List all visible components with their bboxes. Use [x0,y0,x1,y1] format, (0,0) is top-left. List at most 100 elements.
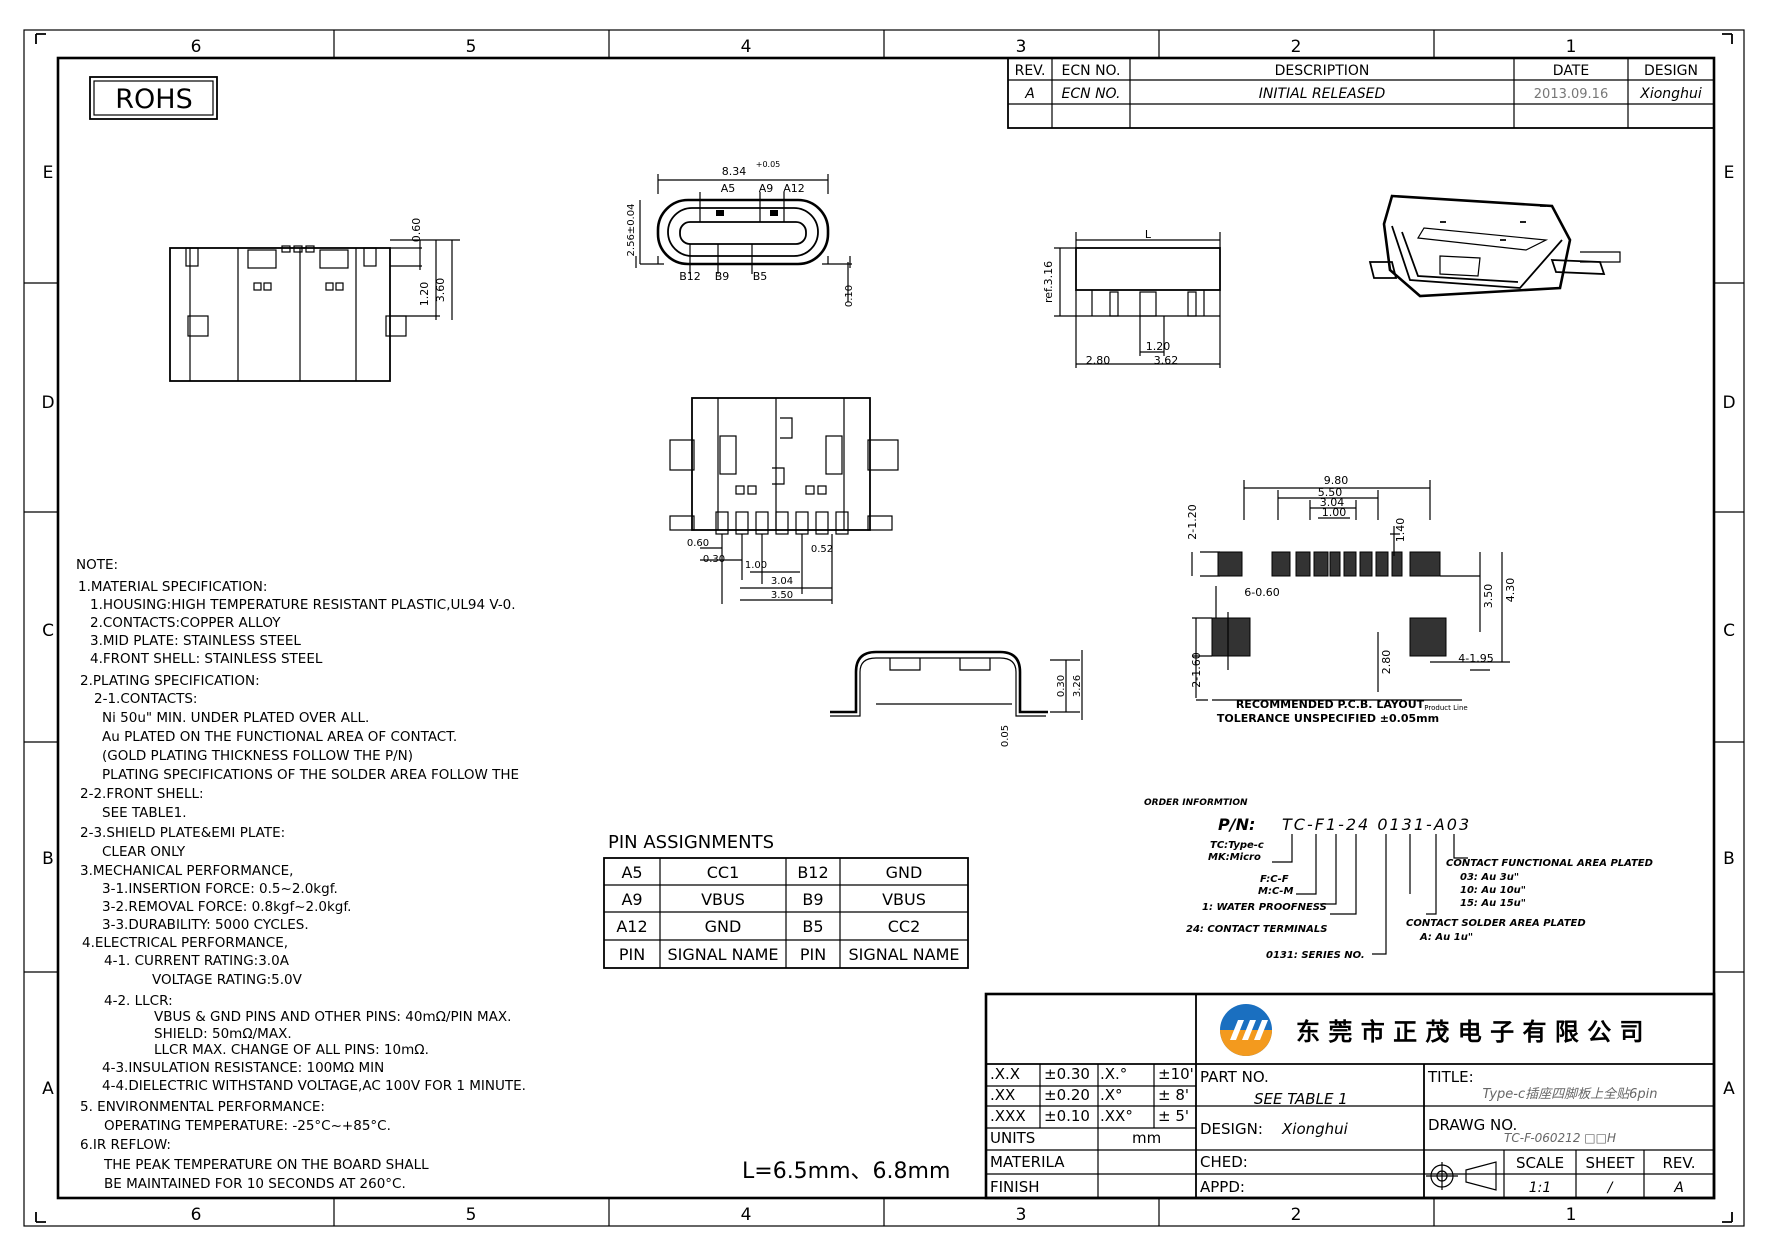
pin-cell: B12 [797,863,828,882]
pin-cell: VBUS [882,890,926,909]
note-line: 1.MATERIAL SPECIFICATION: [78,579,267,595]
dim-top-view-h3: 3.60 [434,278,447,303]
row-label-right: D [1722,393,1735,413]
tol-cell: .X° [1100,1086,1123,1104]
dim-end-a: 0.30 [1056,675,1067,697]
note-line: 3-3.DURABILITY: 5000 CYCLES. [102,917,309,933]
pin-label-b5: B5 [753,270,768,283]
dim-front-width-tol: +0.05 [756,160,781,169]
dim-bottom-f: 3.50 [771,590,793,601]
units-label: UNITS [990,1129,1035,1147]
note-line: LLCR MAX. CHANGE OF ALL PINS: 10mΩ. [154,1042,429,1058]
pin-cell: A12 [616,917,647,936]
rohs-box: ROHS [89,76,218,120]
order-pn-value: TC-F1-24 0131-A03 [1282,815,1471,834]
col-label-bottom: 5 [466,1205,477,1225]
dim-pcb-h5: 2-1.60 [1190,652,1203,687]
row-label-left: A [42,1079,54,1099]
bottom-view-drawing: 0.60 0.30 1.00 0.52 3.04 3.50 [669,397,899,604]
dim-side-height: ref.3.16 [1042,261,1055,303]
row-labels-right: E D C B A [1722,163,1735,1099]
pin-cell: B5 [802,917,823,936]
order-information: ORDER INFORMTION P/N: TC-F1-24 0131-A03 … [1144,798,1653,961]
rev-value: A [1673,1180,1684,1196]
rohs-label: ROHS [115,84,192,115]
pin-cell: CC1 [707,863,740,882]
col-label-top: 3 [1016,37,1027,57]
pin-cell: GND [886,863,923,882]
dim-end-c: 0.05 [1000,725,1011,747]
dim-pcb-w1: 9.80 [1324,474,1349,487]
rev-row-ecn: ECN NO. [1062,86,1121,102]
note-line: THE PEAK TEMPERATURE ON THE BOARD SHALL [103,1157,429,1173]
revision-table: REV. ECN NO. DESCRIPTION DATE DESIGN A E… [1007,57,1715,129]
tol-cell: ±10' [1158,1065,1194,1083]
column-labels-bottom: 6 5 4 3 2 1 [191,1205,1577,1225]
dim-pcb-h4: 4.30 [1504,578,1517,603]
col-label-top: 1 [1566,37,1577,57]
row-label-left: B [42,849,54,869]
note-line: Ni 50u" MIN. UNDER PLATED OVER ALL. [102,710,369,726]
column-labels-top: 6 5 4 3 2 1 [191,37,1577,57]
top-view-drawing: 0.60 1.20 3.60 [169,218,460,382]
material-label: MATERILA [990,1153,1065,1171]
sheet-frame [23,29,1745,1227]
order-series: 0131: SERIES NO. [1266,950,1365,961]
design-label: DESIGN: [1200,1120,1263,1138]
note-line: SEE TABLE1. [102,805,187,821]
pin-assignments-table: PIN ASSIGNMENTS A5 CC1 B12 GND A9 VBUS B… [603,832,969,969]
dim-bottom-e: 3.04 [771,576,793,587]
pin-cell: A5 [621,863,642,882]
pin-label-b9: B9 [715,270,730,283]
pin-cell: GND [705,917,742,936]
dim-end-b: 3.26 [1072,675,1083,697]
isometric-view-drawing [1368,194,1621,298]
note-line: BE MAINTAINED FOR 10 SECONDS AT 260°C. [104,1176,406,1192]
col-label-top: 4 [741,37,752,57]
pin-cell: B9 [802,890,823,909]
rev-header-description: DESCRIPTION [1275,63,1370,79]
scale-label: SCALE [1516,1154,1564,1172]
pin-cell: SIGNAL NAME [848,945,959,964]
company-logo [1220,1004,1272,1056]
col-label-bottom: 6 [191,1205,202,1225]
dim-top-view-h1: 0.60 [410,218,423,243]
rev-header-date: DATE [1553,63,1589,79]
note-line: OPERATING TEMPERATURE: -25°C~+85°C. [104,1118,391,1134]
tol-cell: .XX° [1100,1107,1133,1125]
note-line: (GOLD PLATING THICKNESS FOLLOW THE P/N) [102,748,413,764]
note-line: 4-2. LLCR: [104,993,173,1009]
col-label-top: 6 [191,37,202,57]
note-line: 6.IR REFLOW: [80,1137,171,1153]
dim-pcb-w2: 5.50 [1318,486,1343,499]
note-line: Au PLATED ON THE FUNCTIONAL AREA OF CONT… [102,729,457,745]
pcb-pad-row [1211,551,1447,657]
pcb-layout-tolerance: TOLERANCE UNSPECIFIED ±0.05mm [1217,712,1439,725]
note-line: CLEAR ONLY [102,844,186,860]
rev-row-description: INITIAL RELEASED [1259,86,1386,102]
pin-assignments-title: PIN ASSIGNMENTS [608,832,774,853]
tol-cell: ±0.20 [1044,1086,1090,1104]
dim-pcb-w4: 1.00 [1322,506,1347,519]
pin-cell: PIN [800,945,826,964]
dim-side-a: 2.80 [1086,354,1111,367]
note-line: 2.CONTACTS:COPPER ALLOY [90,615,281,631]
note-line: 3.MID PLATE: STAINLESS STEEL [90,633,301,649]
rev-row-rev: A [1024,86,1035,102]
sheet-label: SHEET [1586,1154,1636,1172]
pcb-layout-title: RECOMMENDED P.C.B. LAYOUT [1236,698,1425,711]
dim-top-view-h2: 1.20 [418,282,431,307]
note-line: 4.FRONT SHELL: STAINLESS STEEL [90,651,323,667]
pin-label-a9: A9 [759,182,774,195]
tol-cell: ±0.10 [1044,1107,1090,1125]
order-func-2: 10: Au 10u" [1460,885,1526,896]
pin-cell: VBUS [701,890,745,909]
note-line: 4-3.INSULATION RESISTANCE: 100MΩ MIN [102,1060,384,1076]
col-label-top: 2 [1291,37,1302,57]
note-line: 3.MECHANICAL PERFORMANCE, [80,863,293,879]
order-terminals: 24: CONTACT TERMINALS [1186,924,1327,935]
rev-row-design: Xionghui [1639,86,1702,102]
pin-cell: SIGNAL NAME [667,945,778,964]
dim-bottom-c: 1.00 [745,560,767,571]
pin-label-a5: A5 [721,182,736,195]
